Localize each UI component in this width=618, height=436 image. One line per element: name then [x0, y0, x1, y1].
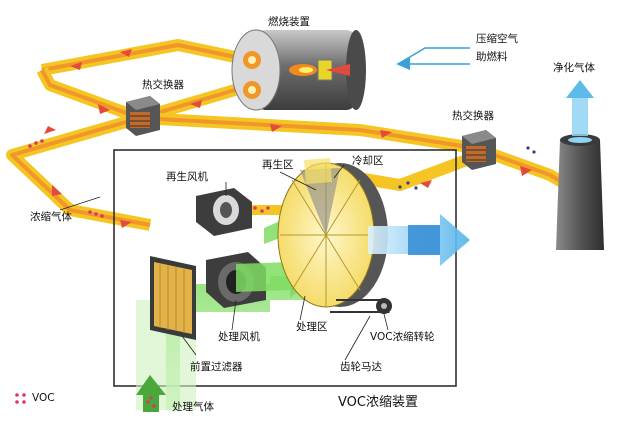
label-process-fan: 处理风机 [218, 331, 260, 343]
arrow-3 [98, 104, 110, 114]
purified-arrow [566, 80, 594, 98]
arrow-1 [70, 62, 82, 70]
label-system-title: VOC浓缩装置 [338, 395, 418, 410]
pipe-arrows [44, 49, 532, 228]
process-gas-arrow [136, 375, 166, 395]
arrow-5 [270, 124, 282, 132]
burner-inlet-arrow [326, 64, 350, 76]
voc-legend-dots [15, 393, 26, 404]
label-compressed-air: 压缩空气 [476, 33, 518, 45]
label-process-gas: 处理气体 [172, 401, 214, 413]
arrow-6 [380, 130, 392, 138]
arrow-9 [120, 220, 132, 228]
burner [231, 29, 366, 111]
arrow-4 [190, 100, 202, 108]
label-heat-exchanger-left: 热交换器 [142, 79, 184, 91]
clean-outflow-tail [408, 225, 440, 255]
leader-lines [59, 164, 389, 361]
regen-fan [196, 188, 252, 236]
label-process-zone: 处理区 [296, 321, 328, 333]
exhaust-stack [556, 80, 604, 250]
label-voc-legend: VOC [32, 392, 55, 404]
voc-dots-pipes [28, 108, 270, 218]
heat-exchanger-right [462, 130, 496, 170]
label-regen-fan: 再生风机 [166, 171, 208, 183]
label-cooling-zone: 冷却区 [352, 155, 384, 167]
arrow-10 [420, 180, 432, 188]
heat-exchanger-left [126, 96, 160, 136]
label-pre-filter: 前置过滤器 [190, 361, 243, 373]
label-auxiliary-fuel: 助燃料 [476, 51, 508, 63]
label-heat-exchanger-right: 热交换器 [452, 110, 494, 122]
arrow-11 [520, 166, 532, 176]
gear-motor [330, 298, 392, 314]
voc-rotor [277, 162, 388, 308]
voc-dots-yellow [398, 146, 536, 190]
pipe-top-loop-inner [41, 43, 241, 72]
label-regen-zone: 再生区 [262, 159, 294, 171]
label-purified-gas: 净化气体 [553, 62, 595, 74]
rotor-sector [300, 168, 340, 235]
label-gear-motor: 齿轮马达 [340, 361, 382, 373]
label-voc-rotor: VOC浓缩转轮 [370, 331, 435, 343]
concentrator-frame [113, 149, 457, 387]
arrow-2 [120, 49, 132, 57]
pre-filter [150, 256, 196, 340]
arrow-8 [52, 185, 62, 196]
label-burner: 燃烧装置 [268, 16, 310, 28]
air-fuel-lines [396, 47, 470, 70]
arrow-7 [44, 126, 56, 134]
cooling-inlet [304, 158, 332, 184]
label-concentrated-gas: 浓缩气体 [30, 211, 72, 223]
